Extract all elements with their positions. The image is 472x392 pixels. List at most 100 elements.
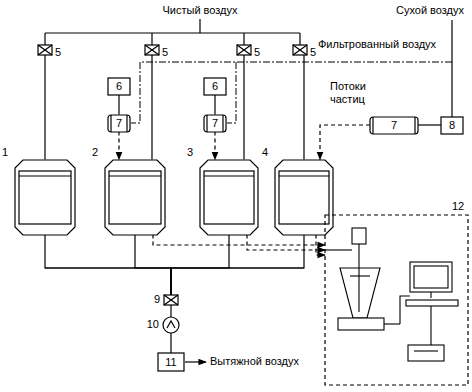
air-source-label: Сухой воздух	[396, 4, 464, 17]
shape-outline	[237, 45, 251, 55]
flow-label: Потоки частиц	[330, 80, 394, 105]
valve-symbol: 5	[293, 45, 307, 55]
valve-symbol: 9	[164, 295, 178, 305]
air-pipe	[214, 95, 215, 115]
analyzer-illustration	[414, 350, 438, 351]
valve-symbol-outline	[293, 45, 307, 55]
clean-air-bus	[299, 33, 300, 45]
part-number: 6	[116, 80, 122, 92]
process-box: 6	[108, 78, 130, 95]
shape-outline	[279, 171, 329, 224]
test-chamber: 2	[105, 160, 165, 235]
part-number: 7	[116, 117, 122, 129]
part-number: 7	[212, 117, 218, 129]
shape-outline	[293, 45, 307, 55]
part-number: 6	[212, 80, 218, 92]
callout-number: 5	[254, 46, 260, 58]
analyzer-illustration	[410, 262, 452, 292]
analyzer-illustration	[358, 268, 359, 312]
particle-line	[118, 132, 119, 160]
callout-number: 5	[310, 46, 316, 58]
analyzer-illustration	[350, 275, 370, 276]
filtered-air-line	[227, 62, 236, 123]
shape-outline	[109, 175, 161, 176]
shape-outline	[19, 175, 71, 176]
valve-symbol-outline	[38, 45, 52, 55]
air-source-label: Чистый воздух	[162, 4, 237, 17]
callout-number: 2	[92, 146, 98, 158]
clean-air-bus	[45, 19, 300, 45]
filtered-air-line	[131, 62, 452, 123]
shape-outline	[145, 45, 159, 55]
test-chamber: 1	[15, 160, 75, 235]
particle-line	[153, 235, 325, 246]
air-pipe	[171, 235, 304, 296]
shape-outline	[126, 115, 127, 132]
test-chamber-outline	[275, 160, 333, 235]
valve-symbol: 5	[38, 45, 52, 55]
process-box: 6	[204, 78, 226, 95]
shape-outline	[109, 171, 161, 224]
shape-outline	[206, 115, 207, 132]
shape-outline	[293, 45, 307, 55]
analyzer-illustration	[338, 318, 384, 330]
shape-outline	[204, 171, 254, 224]
air-pipe	[44, 55, 45, 160]
shape-outline	[145, 45, 159, 55]
shape-outline	[108, 115, 130, 132]
air-pipe	[418, 124, 441, 125]
shape-outline	[163, 317, 179, 333]
process-box: 11	[158, 353, 184, 371]
valve-symbol-outline	[145, 45, 159, 55]
generator-cylinder: 7	[108, 115, 130, 132]
air-pipe	[170, 333, 171, 353]
analyzer-illustration	[430, 306, 431, 345]
analyzer-illustration	[325, 228, 458, 361]
callout-number: 4	[262, 146, 268, 158]
shape-outline	[372, 117, 373, 134]
shape-outline	[275, 160, 333, 235]
air-pipe	[170, 305, 171, 317]
shape-outline	[279, 175, 329, 176]
valve-symbol: 5	[145, 45, 159, 55]
analyzer-illustration	[358, 244, 359, 268]
shape-outline	[110, 115, 111, 132]
shape-outline	[38, 45, 52, 55]
analyzer-illustration	[406, 300, 458, 306]
shape-outline	[200, 160, 258, 235]
shape-outline	[293, 45, 307, 55]
generator-cylinder: 7	[204, 115, 226, 132]
shape-outline	[105, 160, 165, 235]
shape-outline	[164, 295, 178, 305]
shape-outline	[38, 45, 52, 55]
clean-air-bus	[151, 33, 152, 45]
shape-outline	[237, 45, 251, 55]
callout-number: 9	[154, 293, 160, 305]
part-number: 7	[391, 119, 397, 131]
particle-line	[320, 125, 370, 160]
shape-outline	[370, 117, 418, 134]
callout-number: 5	[162, 46, 168, 58]
callout-number: 10	[147, 318, 159, 330]
shape-outline	[441, 117, 463, 134]
clean-air-bus	[243, 33, 244, 45]
callout-number: 3	[187, 146, 193, 158]
pump-symbol: 10	[163, 317, 179, 333]
analyzer-illustration	[340, 268, 380, 318]
particle-line	[316, 235, 325, 256]
shape-outline	[15, 160, 75, 235]
shape-outline	[204, 115, 226, 132]
shape-outline	[167, 321, 175, 328]
analyzer-illustration	[430, 292, 431, 298]
part-number: 11	[165, 356, 176, 368]
test-chamber-outline	[200, 160, 258, 235]
shape-outline	[38, 45, 52, 55]
valve-symbol-outline	[164, 295, 178, 305]
air-pipe	[171, 235, 229, 296]
filtered-air-line	[131, 62, 452, 123]
analyzer-region: 12	[325, 215, 468, 385]
test-chamber: 4	[275, 160, 333, 235]
callout-number: 1	[2, 146, 8, 158]
flow-label: Вытяжной воздух	[210, 355, 299, 368]
